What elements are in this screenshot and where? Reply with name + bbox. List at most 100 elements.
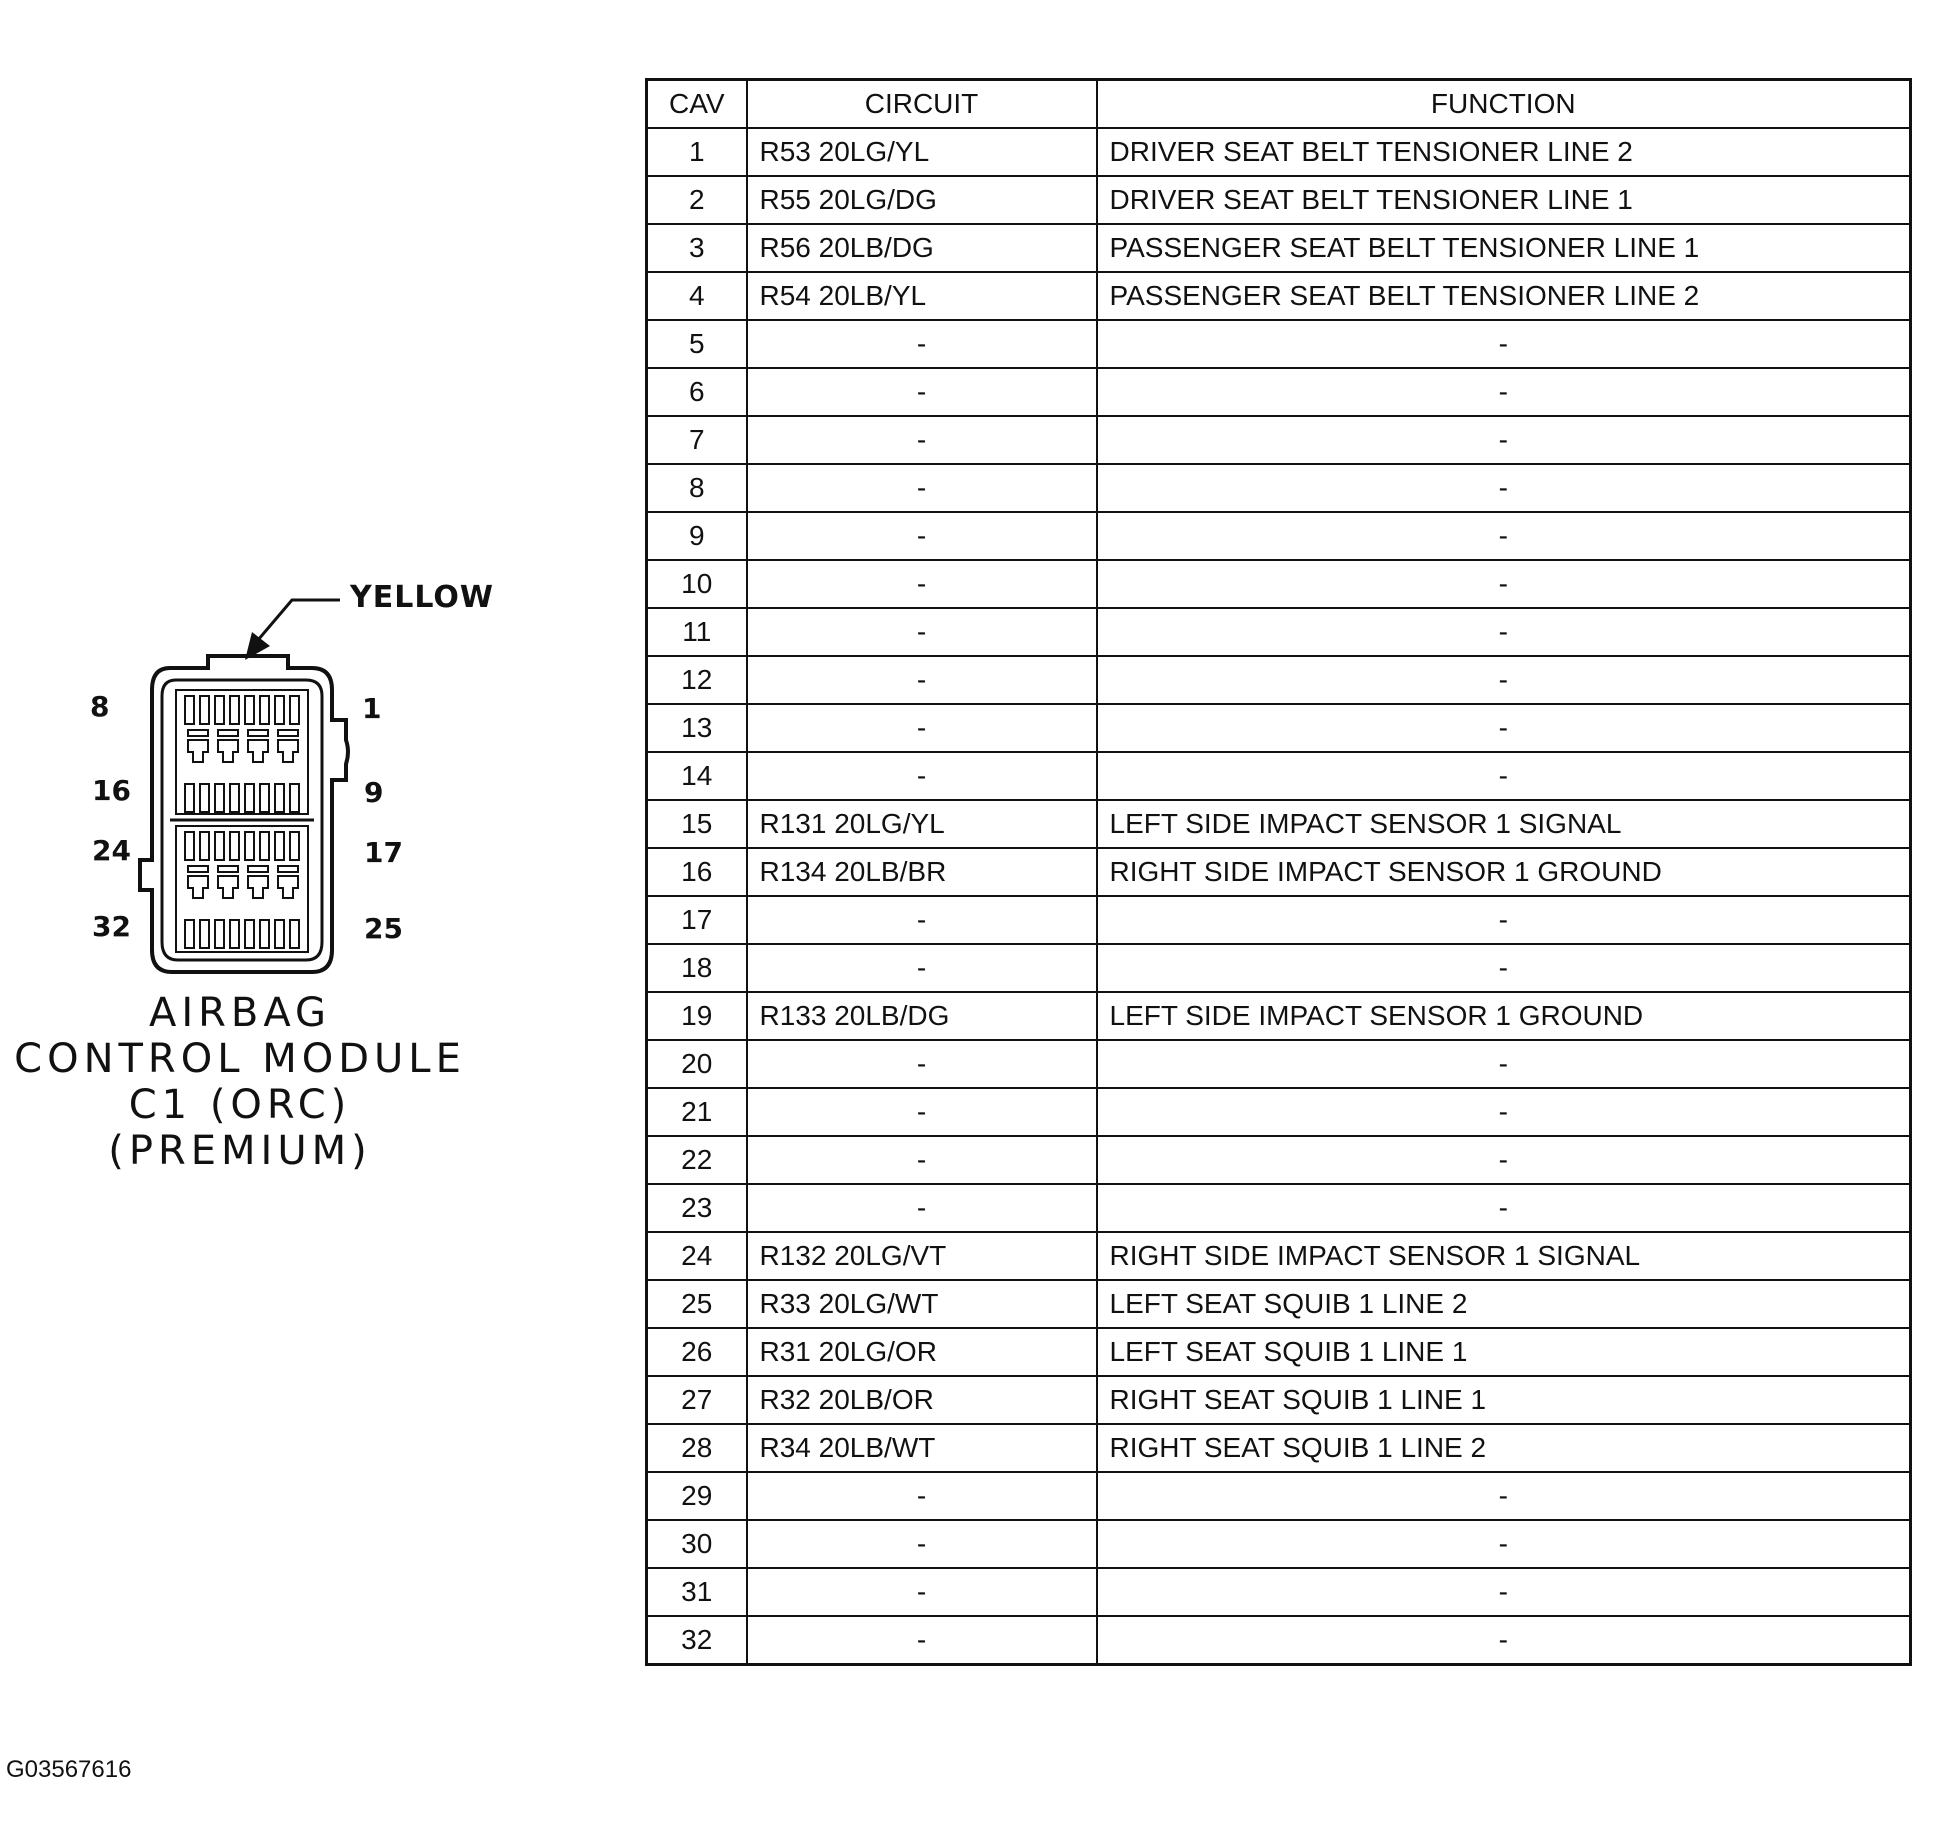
function-cell: -: [1095, 1471, 1912, 1521]
function-cell: -: [1095, 559, 1912, 609]
circuit-cell: -: [745, 1471, 1098, 1521]
function-cell: -: [1095, 319, 1912, 369]
function-cell: -: [1095, 751, 1912, 801]
function-cell: DRIVER SEAT BELT TENSIONER LINE 1: [1095, 175, 1912, 225]
cav-cell: 21: [645, 1087, 748, 1137]
circuit-cell: -: [745, 319, 1098, 369]
table-row: 17--: [645, 895, 1912, 945]
connector-caption-line-2: CONTROL MODULE: [14, 1036, 466, 1082]
function-cell: -: [1095, 703, 1912, 753]
connector-cavities: [184, 695, 300, 949]
function-cell: LEFT SIDE IMPACT SENSOR 1 SIGNAL: [1095, 799, 1912, 849]
table-row: 31--: [645, 1567, 1912, 1617]
cavity-latch: [277, 739, 299, 763]
pin-label-8: 8: [90, 690, 110, 723]
cavity-slot: [244, 919, 255, 949]
cav-cell: 17: [645, 895, 748, 945]
circuit-cell: -: [745, 1615, 1098, 1666]
function-cell: -: [1095, 1087, 1912, 1137]
function-cell: -: [1095, 415, 1912, 465]
table-row: 9--: [645, 511, 1912, 561]
pin-label-16: 16: [92, 774, 131, 807]
connector-housing: [138, 654, 350, 974]
function-cell: -: [1095, 655, 1912, 705]
table-header-row: CAV CIRCUIT FUNCTION: [645, 78, 1912, 129]
cav-cell: 6: [645, 367, 748, 417]
cavity-slot: [229, 695, 240, 725]
function-cell: -: [1095, 1039, 1912, 1089]
yellow-leader-arrow: [256, 598, 340, 641]
connector-caption-line-4: (PREMIUM): [108, 1128, 372, 1174]
cavity-bar: [277, 729, 299, 737]
cavity-slot: [229, 919, 240, 949]
circuit-cell: R53 20LG/YL: [745, 127, 1098, 177]
cav-cell: 13: [645, 703, 748, 753]
function-cell: DRIVER SEAT BELT TENSIONER LINE 2: [1095, 127, 1912, 177]
circuit-cell: -: [745, 367, 1098, 417]
cavity-slot: [214, 919, 225, 949]
cav-cell: 31: [645, 1567, 748, 1617]
cav-cell: 23: [645, 1183, 748, 1233]
function-cell: PASSENGER SEAT BELT TENSIONER LINE 2: [1095, 271, 1912, 321]
table-row: 14--: [645, 751, 1912, 801]
cav-cell: 10: [645, 559, 748, 609]
circuit-cell: -: [745, 559, 1098, 609]
cav-cell: 22: [645, 1135, 748, 1185]
circuit-cell: -: [745, 415, 1098, 465]
circuit-cell: -: [745, 1567, 1098, 1617]
cavity-slot: [259, 695, 270, 725]
circuit-cell: R55 20LG/DG: [745, 175, 1098, 225]
cav-cell: 30: [645, 1519, 748, 1569]
cav-cell: 5: [645, 319, 748, 369]
circuit-cell: -: [745, 895, 1098, 945]
table-row: 20--: [645, 1039, 1912, 1089]
cav-cell: 2: [645, 175, 748, 225]
function-cell: LEFT SIDE IMPACT SENSOR 1 GROUND: [1095, 991, 1912, 1041]
pin-label-17: 17: [364, 836, 403, 869]
table-row: 10--: [645, 559, 1912, 609]
circuit-cell: R33 20LG/WT: [745, 1279, 1098, 1329]
circuit-cell: -: [745, 1135, 1098, 1185]
circuit-cell: R32 20LB/OR: [745, 1375, 1098, 1425]
connector-caption-line-3: C1 (ORC): [128, 1082, 352, 1128]
cavity-latch: [217, 739, 239, 763]
table-row: 29--: [645, 1471, 1912, 1521]
cavity-bar: [187, 729, 209, 737]
cav-cell: 28: [645, 1423, 748, 1473]
cavity-slot: [244, 695, 255, 725]
cavity-bar: [247, 865, 269, 873]
cavity-slot: [184, 919, 195, 949]
cavity-slot: [259, 831, 270, 861]
circuit-cell: -: [745, 1039, 1098, 1089]
pin-label-1: 1: [362, 692, 382, 725]
cavity-slot: [274, 783, 285, 813]
table-row: 32--: [645, 1615, 1912, 1666]
cav-cell: 3: [645, 223, 748, 273]
circuit-cell: -: [745, 703, 1098, 753]
pin-label-9: 9: [364, 776, 384, 809]
table-row: 21--: [645, 1087, 1912, 1137]
table-row: 18--: [645, 943, 1912, 993]
table-row: 13--: [645, 703, 1912, 753]
function-cell: LEFT SEAT SQUIB 1 LINE 1: [1095, 1327, 1912, 1377]
circuit-cell: -: [745, 511, 1098, 561]
cav-cell: 8: [645, 463, 748, 513]
function-cell: PASSENGER SEAT BELT TENSIONER LINE 1: [1095, 223, 1912, 273]
cav-cell: 11: [645, 607, 748, 657]
circuit-cell: R133 20LB/DG: [745, 991, 1098, 1041]
cavity-slot: [184, 831, 195, 861]
function-cell: RIGHT SEAT SQUIB 1 LINE 1: [1095, 1375, 1912, 1425]
cav-cell: 15: [645, 799, 748, 849]
circuit-cell: -: [745, 1087, 1098, 1137]
